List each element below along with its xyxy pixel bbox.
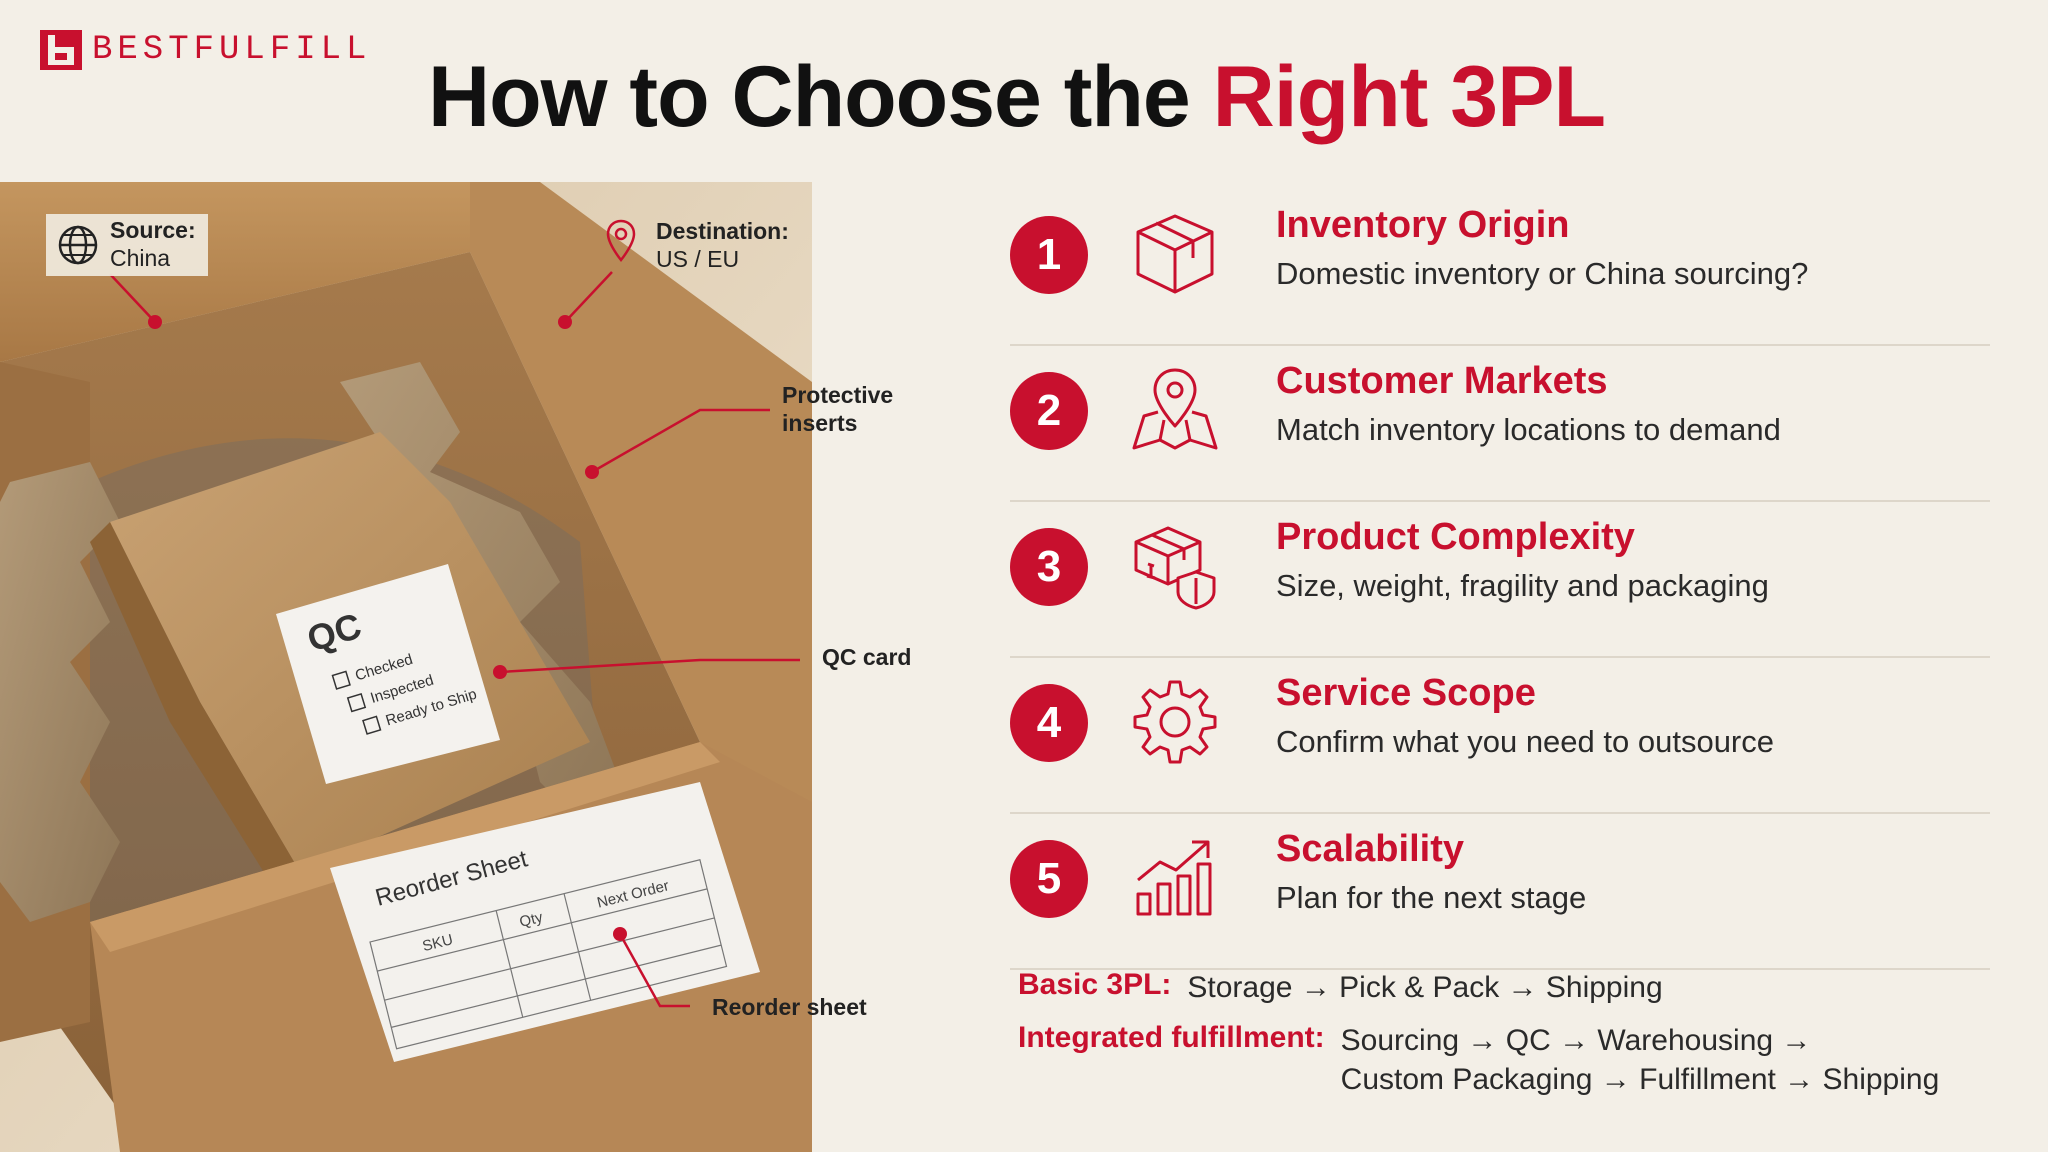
factor-title: Product Complexity: [1276, 516, 1635, 558]
protective-inserts-line2: inserts: [782, 409, 858, 436]
destination-callout: Destination: US / EU: [656, 218, 789, 273]
factor-desc: Confirm what you need to outsource: [1276, 724, 1774, 759]
fragile-box-shield-icon: [1134, 526, 1216, 610]
reorder-sheet-callout: Reorder sheet: [712, 994, 867, 1020]
source-value: China: [110, 245, 171, 271]
source-label: Source:: [110, 217, 196, 244]
destination-value: US / EU: [656, 245, 740, 272]
factor-item: 4 Service Scope Confirm what you need to…: [1010, 658, 1990, 814]
gear-icon: [1133, 680, 1217, 764]
protective-inserts-callout: Protective inserts: [782, 382, 893, 437]
factor-title: Inventory Origin: [1276, 204, 1570, 246]
factor-desc: Match inventory locations to demand: [1276, 412, 1781, 447]
factor-desc: Domestic inventory or China sourcing?: [1276, 256, 1809, 291]
factor-list: 1 Inventory Origin Domestic inventory or…: [1010, 190, 1990, 970]
page-title: How to Choose the Right 3PL: [428, 48, 1606, 147]
qc-card-callout: QC card: [822, 644, 912, 670]
basic-3pl-flow: Storage → Pick & Pack → Shipping: [1187, 971, 1663, 1004]
factor-desc: Size, weight, fragility and packaging: [1276, 568, 1769, 603]
brand: BESTFULFILL: [40, 30, 371, 70]
package-photo: QC Checked Inspected Ready to Ship Reord…: [0, 182, 812, 1152]
factor-item: 1 Inventory Origin Domestic inventory or…: [1010, 190, 1990, 346]
protective-inserts-line1: Protective: [782, 382, 894, 408]
factor-title: Customer Markets: [1276, 360, 1608, 402]
location-pin-icon: [606, 219, 636, 262]
globe-icon: [58, 225, 98, 265]
integrated-row: Integrated fulfillment: Sourcing → QC → …: [1018, 1021, 1978, 1099]
brand-name: BESTFULFILL: [92, 31, 372, 69]
basic-3pl-row: Basic 3PL: Storage → Pick & Pack → Shipp…: [1018, 968, 1978, 1007]
bestfulfill-logo-icon: [40, 30, 82, 70]
factor-number: 4: [1010, 684, 1088, 762]
integrated-flow: Sourcing → QC → Warehousing → Custom Pac…: [1341, 1021, 1940, 1099]
source-callout: Source: China: [46, 214, 208, 276]
factor-number: 3: [1010, 528, 1088, 606]
factor-title: Service Scope: [1276, 672, 1536, 714]
reorder-col-qty: Qty: [518, 909, 545, 931]
factor-number: 2: [1010, 372, 1088, 450]
factor-title: Scalability: [1276, 828, 1464, 870]
source-text: Source: China: [110, 217, 196, 272]
factor-number: 1: [1010, 216, 1088, 294]
service-comparison: Basic 3PL: Storage → Pick & Pack → Shipp…: [1018, 968, 1978, 1113]
page-title-prefix: How to Choose the: [428, 49, 1191, 145]
factor-item: 5 Scalability Plan for the next stage: [1010, 814, 1990, 970]
destination-label: Destination:: [656, 218, 789, 244]
factor-item: 3 Product Complexity Size, weight, fragi…: [1010, 502, 1990, 658]
growth-chart-icon: [1136, 840, 1212, 916]
factor-desc: Plan for the next stage: [1276, 880, 1587, 915]
integrated-flow-line2: Custom Packaging → Fulfillment → Shippin…: [1340, 1063, 1940, 1096]
package-illustration: QC Checked Inspected Ready to Ship Reord…: [0, 182, 812, 1152]
box-icon: [1136, 214, 1214, 294]
integrated-flow-line1: Sourcing → QC → Warehousing →: [1340, 1024, 1812, 1057]
reorder-col-sku: SKU: [421, 931, 455, 955]
factor-number: 5: [1010, 840, 1088, 918]
basic-3pl-label: Basic 3PL:: [1018, 968, 1172, 1001]
factor-item: 2 Customer Markets Match inventory locat…: [1010, 346, 1990, 502]
page-title-accent: Right 3PL: [1212, 49, 1606, 145]
integrated-label: Integrated fulfillment:: [1018, 1021, 1325, 1054]
map-pin-icon: [1132, 368, 1218, 450]
